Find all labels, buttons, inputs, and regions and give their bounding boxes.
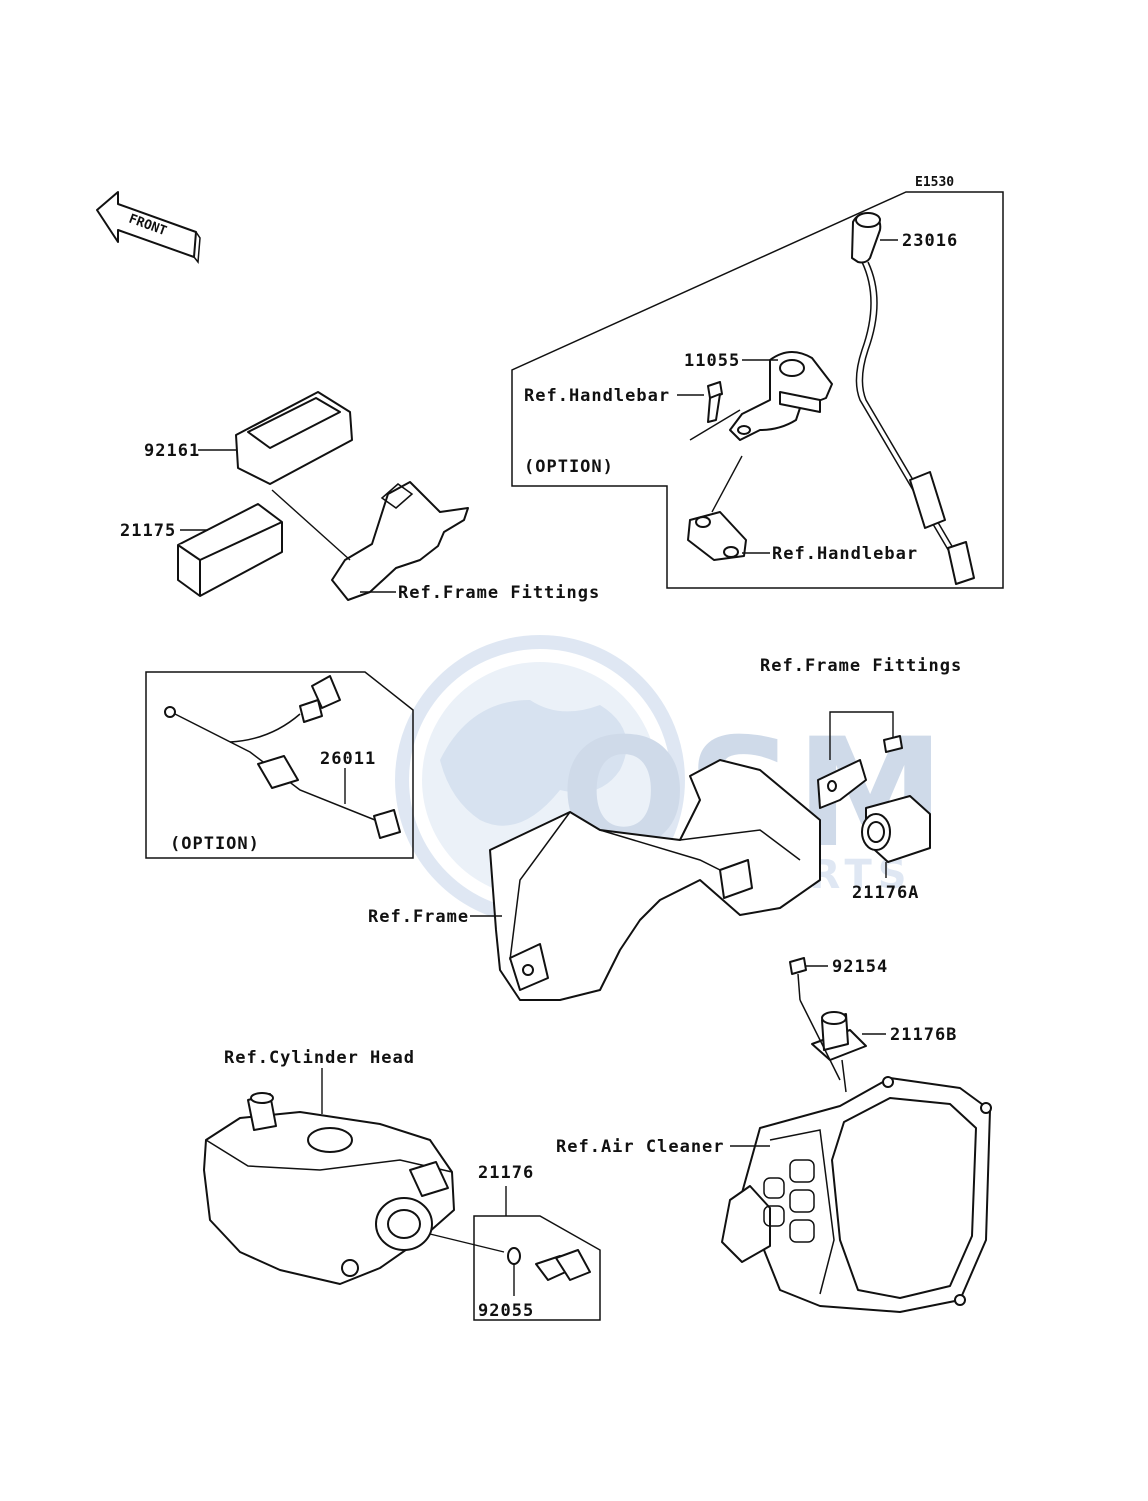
- frame-main: [489, 759, 821, 1001]
- label-21175: 21175: [120, 521, 176, 541]
- label-ref-handlebar-bottom: Ref.Handlebar: [772, 544, 918, 564]
- leader-ecu-cover-bracket: [271, 489, 351, 561]
- label-21176A: 21176A: [852, 883, 919, 903]
- leader-clamp-bracket: [711, 455, 743, 513]
- bolt-frame-fitting: [883, 735, 903, 753]
- screw-92154: [789, 957, 807, 1001]
- diagram-code: E1530: [915, 175, 954, 190]
- group-box-21176: [473, 1215, 601, 1321]
- option-label-bottom: (OPTION): [170, 834, 260, 854]
- bracket-11055: [729, 351, 833, 441]
- label-ref-cylinder-head: Ref.Cylinder Head: [224, 1048, 415, 1068]
- option-label-top: (OPTION): [524, 457, 614, 477]
- label-ref-air-cleaner: Ref.Air Cleaner: [556, 1137, 725, 1157]
- sensor-21176B: [799, 999, 867, 1093]
- label-92055: 92055: [478, 1301, 534, 1321]
- clamp-handlebar-bottom: [687, 511, 747, 561]
- fitting-plate: [817, 759, 867, 809]
- frame-fitting-bracket-top: [331, 481, 469, 601]
- harness-26011: [164, 675, 401, 839]
- bolt-handlebar-top: [707, 381, 723, 423]
- label-ref-frame: Ref.Frame: [368, 907, 469, 927]
- sensor-21176A: [861, 795, 931, 863]
- label-ref-frame-fittings-top: Ref.Frame Fittings: [398, 583, 600, 603]
- leader-bolt-bracket: [689, 409, 741, 441]
- switch-23016: [851, 212, 975, 585]
- leader-cylinder-head-sensor: [429, 1233, 505, 1253]
- cylinder-head: [203, 1092, 455, 1285]
- air-cleaner: [721, 1076, 992, 1313]
- label-11055: 11055: [684, 351, 740, 371]
- option-box-harness: [145, 671, 414, 859]
- label-23016: 23016: [902, 231, 958, 251]
- label-92154: 92154: [832, 957, 888, 977]
- label-26011: 26011: [320, 749, 376, 769]
- label-21176B: 21176B: [890, 1025, 957, 1045]
- watermark-continents: [440, 700, 627, 826]
- ecu-cover-92161: [235, 391, 353, 485]
- option-box-handlebar: [511, 191, 1004, 589]
- label-ref-handlebar-top: Ref.Handlebar: [524, 386, 670, 406]
- ecu-21175: [177, 503, 283, 597]
- label-21176: 21176: [478, 1163, 534, 1183]
- front-arrow-icon: FRONT: [96, 191, 201, 264]
- label-ref-frame-fittings-mid: Ref.Frame Fittings: [760, 656, 962, 676]
- leader-ref-frame-fittings-mid: [829, 711, 894, 760]
- sensor-21176: [507, 1247, 591, 1281]
- label-92161: 92161: [144, 441, 200, 461]
